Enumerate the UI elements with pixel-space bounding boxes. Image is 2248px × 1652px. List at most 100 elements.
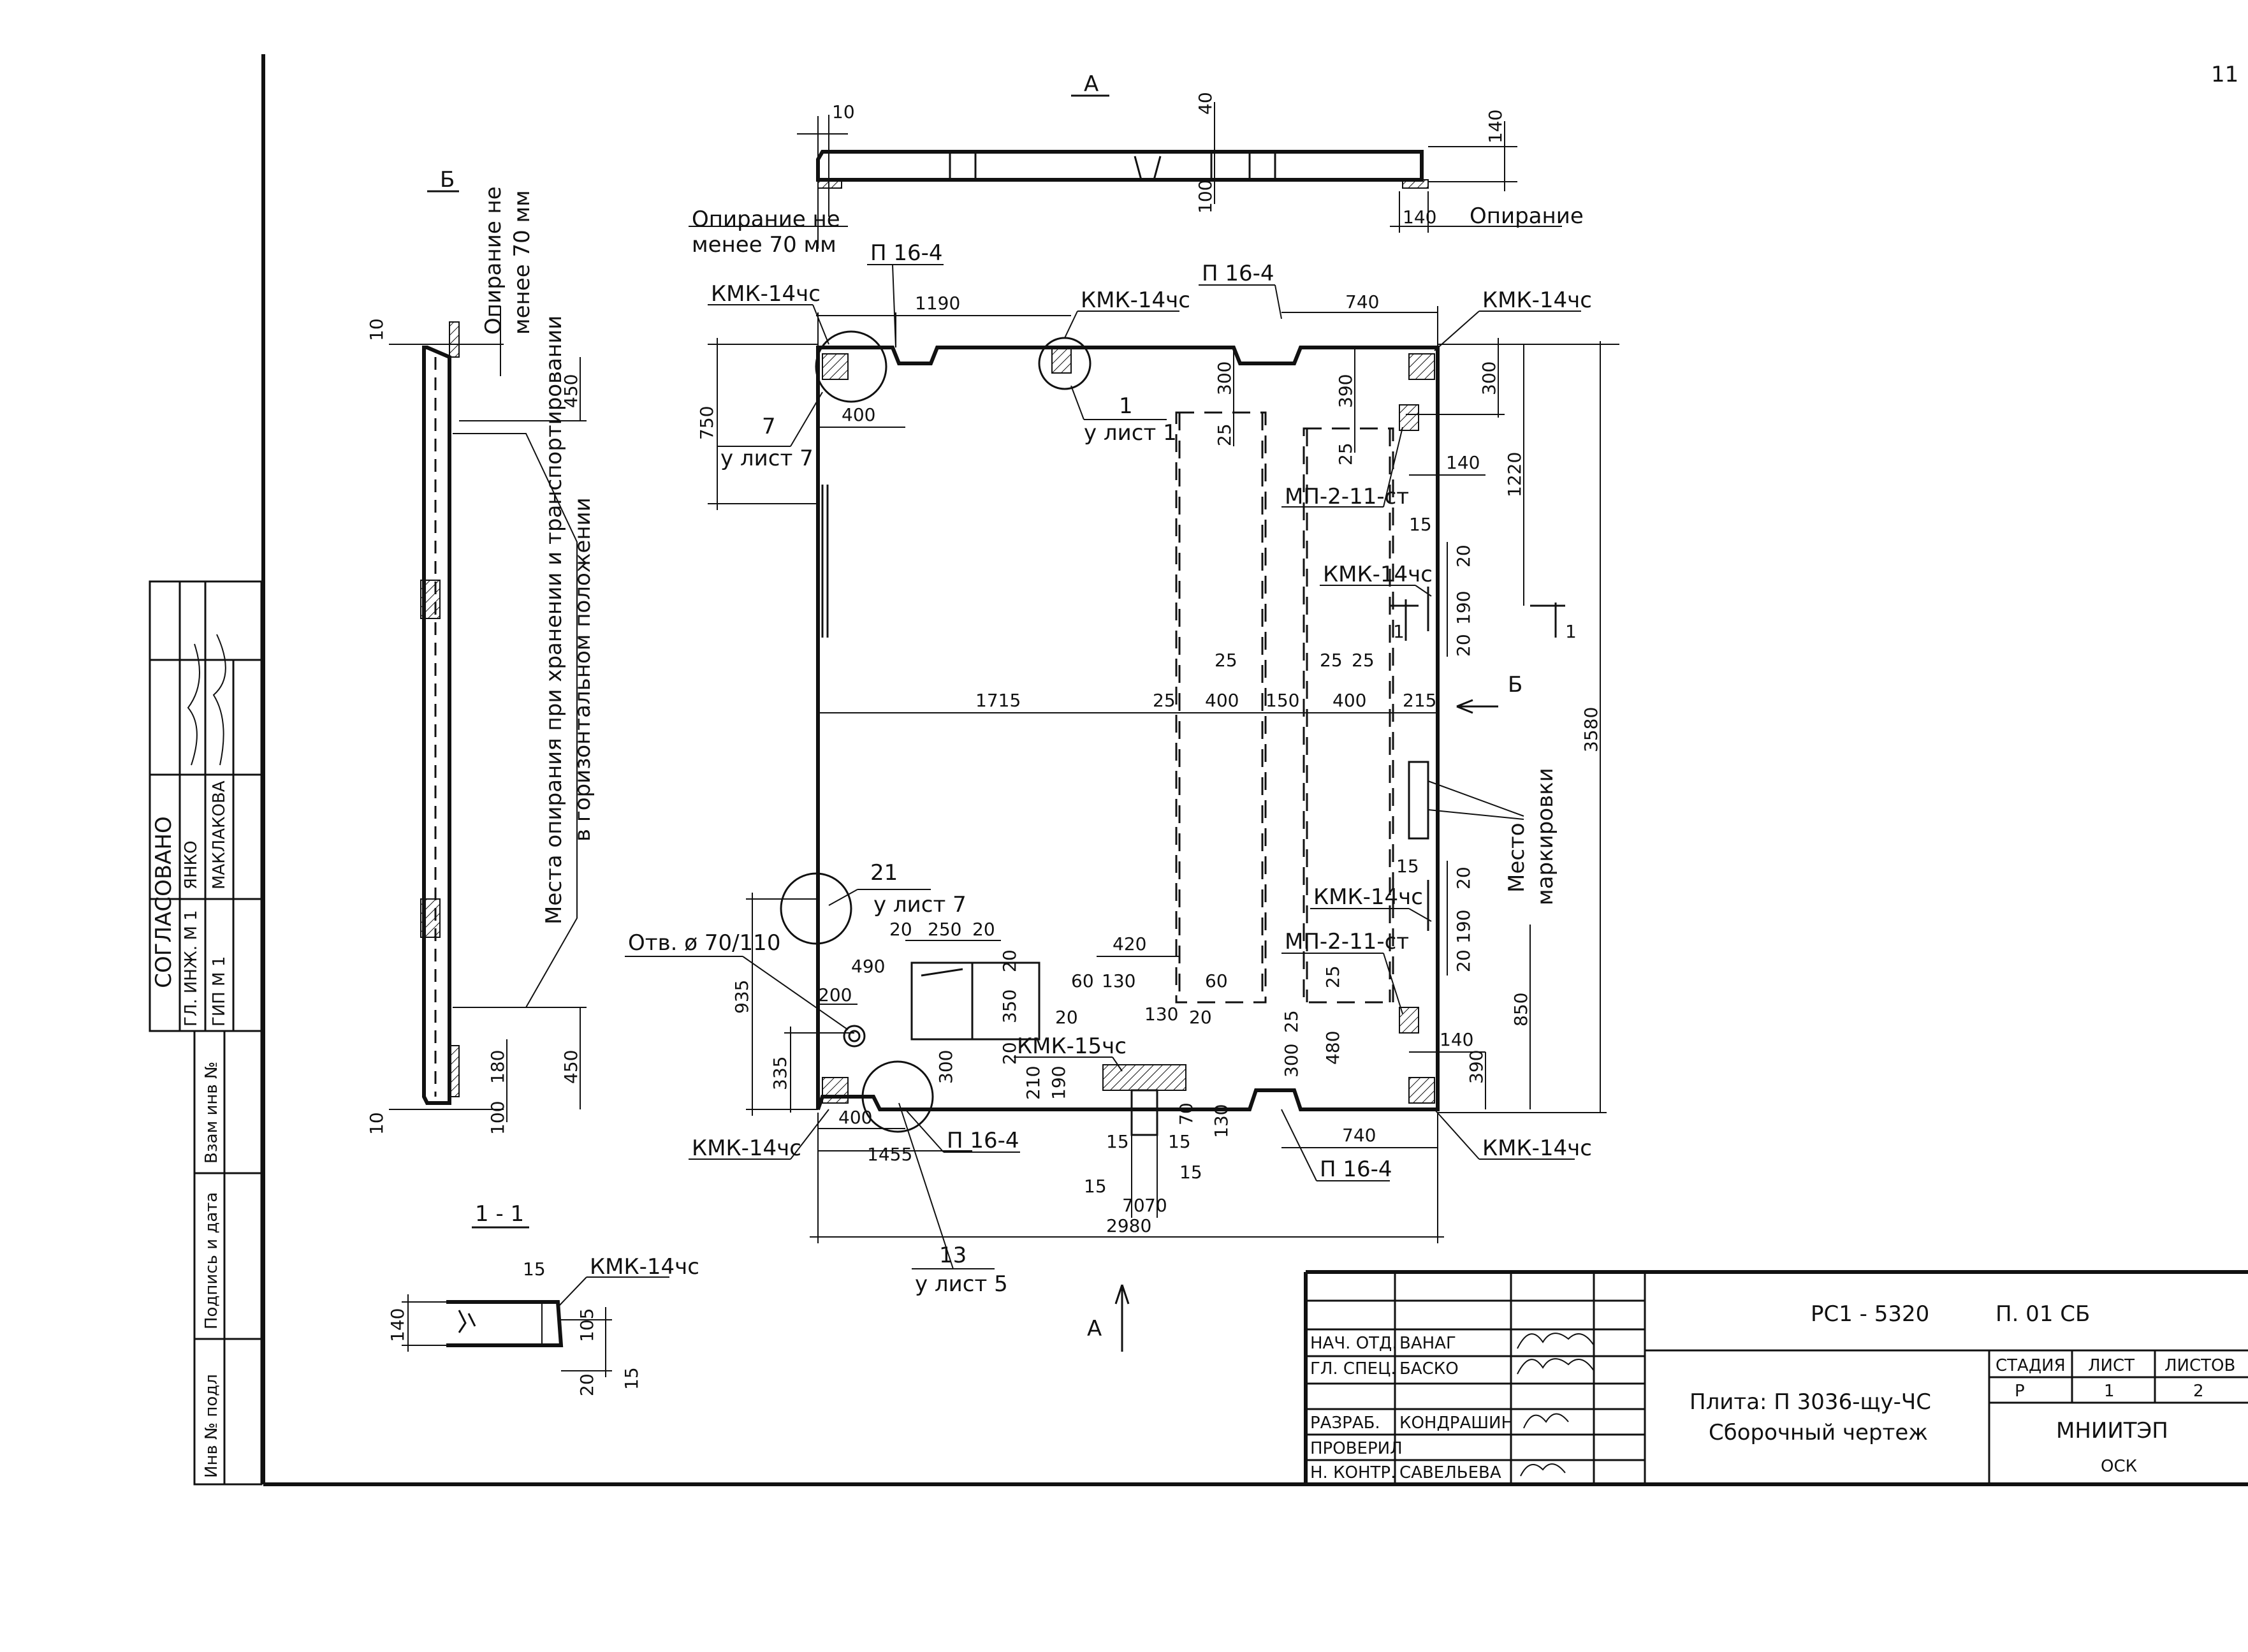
approval-role-1: ГЛ. ИНЖ. М 1 xyxy=(182,910,201,1027)
dim-935: 935 xyxy=(731,980,752,1014)
side-stamp: Взам инв № Подпись и дата Инв № подл xyxy=(193,1030,263,1486)
dim-400-b2: 400 xyxy=(1332,690,1366,711)
dim-70-b1: 70 xyxy=(1122,1195,1145,1216)
label-kmk14-right-mid: КМК-14чс xyxy=(1313,884,1423,910)
tb-name-2: БАСКО xyxy=(1399,1359,1459,1378)
approval-stamp: СОГЛАСОВАНО ГЛ. ИНЖ. М 1 ЯНКО ГИП М 1 МА… xyxy=(149,580,263,1032)
dim-850: 850 xyxy=(1510,993,1531,1027)
title-block: НАЧ. ОТД. ВАНАГ ГЛ. СПЕЦ. БАСКО РАЗРАБ. … xyxy=(1304,1270,2248,1484)
hole-note: Отв. ø 70/110 xyxy=(628,930,780,956)
dim-b-10-bottom: 10 xyxy=(366,1112,387,1135)
dim-20-mid-a: 20 xyxy=(1453,866,1474,889)
plan-labels: П 16-4 П 16-4 КМК-14чс КМК-14чс КМК-14чс… xyxy=(625,240,1592,1352)
dim-25-mid: 25 xyxy=(1335,442,1356,465)
label-ref1-sheet: у лист 1 xyxy=(1084,420,1177,446)
dim-a-10: 10 xyxy=(832,101,855,122)
label-kmk14-right-top: КМК-14чс xyxy=(1323,562,1433,587)
dim-25-r1: 25 xyxy=(1322,965,1343,988)
dim-1455: 1455 xyxy=(867,1144,912,1165)
dim-210: 210 xyxy=(1023,1066,1044,1100)
dim-300-hole: 300 xyxy=(935,1050,956,1084)
approval-title: СОГЛАСОВАНО xyxy=(151,816,177,988)
dim-300-top: 300 xyxy=(1214,362,1235,395)
sheet-frame xyxy=(261,54,2248,1486)
dim-b-100: 100 xyxy=(487,1101,508,1135)
tb-sheets-header: ЛИСТОВ xyxy=(2164,1356,2235,1375)
dim-15-b1: 15 xyxy=(1106,1131,1129,1152)
dim-25-b3: 25 xyxy=(1320,650,1343,671)
dim-15-b3: 15 xyxy=(1084,1176,1107,1197)
dim-a-140-support: 140 xyxy=(1403,207,1436,228)
dim-200: 200 xyxy=(818,984,852,1005)
section-a-view: А 10 40 100 140 140 Опирание Опирание не… xyxy=(689,71,1584,258)
dim-11-140: 140 xyxy=(387,1308,408,1342)
label-ref13-sheet: у лист 5 xyxy=(915,1271,1008,1297)
label-mp211-top: МП-2-11-ст xyxy=(1285,484,1409,509)
dim-3580: 3580 xyxy=(1580,707,1602,752)
dim-140-right-top: 140 xyxy=(1446,452,1480,473)
marking-place-line1: Место xyxy=(1504,822,1529,893)
tb-name-1: ВАНАГ xyxy=(1399,1334,1456,1353)
tb-sheet: 1 xyxy=(2104,1382,2115,1401)
dim-11-15-bottom: 15 xyxy=(621,1367,642,1390)
dim-b-10-top: 10 xyxy=(366,318,387,341)
tb-sheet-header: ЛИСТ xyxy=(2088,1356,2135,1375)
dim-1190: 1190 xyxy=(915,293,960,314)
tb-role-2: ГЛ. СПЕЦ. xyxy=(1310,1359,1396,1378)
dim-335: 335 xyxy=(770,1056,791,1090)
dim-190-mid: 190 xyxy=(1453,910,1474,944)
support-min-line1: Опирание не xyxy=(692,207,840,232)
tb-dept: ОСК xyxy=(2101,1457,2137,1476)
dim-20-top-b: 20 xyxy=(1453,634,1474,657)
tb-org: МНИИТЭП xyxy=(2056,1418,2168,1444)
tb-role-4: РАЗРАБ. xyxy=(1310,1414,1380,1433)
approval-role-2: ГИП М 1 xyxy=(210,956,229,1027)
dim-15-b4: 15 xyxy=(1179,1162,1202,1183)
approval-signature xyxy=(187,634,226,766)
dim-20-top-a: 20 xyxy=(1453,545,1474,567)
tb-name-6: САВЕЛЬЕВА xyxy=(1399,1463,1501,1482)
label-cut1-left: 1 xyxy=(1393,621,1405,642)
section-b-view: Б 10 10 450 450 180 100 Опирание не мене… xyxy=(366,167,595,1135)
label-ref1: 1 xyxy=(1119,393,1133,419)
dim-130-a: 130 xyxy=(1102,970,1135,991)
plan-dimensions: 750 1190 740 400 300 25 390 25 300 140 1… xyxy=(696,291,1619,1243)
tb-product: Плита: П 3036-щу-ЧС xyxy=(1690,1389,1931,1415)
dim-25-top: 25 xyxy=(1214,423,1235,446)
side-stamp-sign-date: Подпись и дата xyxy=(202,1192,221,1329)
label-ref7: 7 xyxy=(762,414,776,439)
support-min-vertical-line1: Опирание не xyxy=(481,186,506,335)
dim-740-bottom: 740 xyxy=(1342,1125,1376,1146)
dim-60-a: 60 xyxy=(1071,970,1094,991)
dim-70-b2: 70 xyxy=(1144,1195,1167,1216)
dim-215: 215 xyxy=(1403,690,1436,711)
dim-20-e: 20 xyxy=(1055,1007,1078,1028)
dim-420: 420 xyxy=(1113,933,1146,954)
dim-20-hole-b: 20 xyxy=(972,919,995,940)
storage-note-line2: в горизонтальном положении xyxy=(570,497,595,842)
section-1-1-view: 1 - 1 140 15 КМК-14чс 105 20 15 xyxy=(387,1201,699,1396)
dim-350: 350 xyxy=(999,990,1020,1023)
dim-400-top: 400 xyxy=(842,404,875,425)
tb-stage-header: СТАДИЯ xyxy=(1996,1356,2066,1375)
approval-name-2: МАКЛАКОВА xyxy=(210,780,229,889)
dim-140-right-bottom: 140 xyxy=(1440,1029,1473,1050)
dim-250: 250 xyxy=(928,919,961,940)
label-p164-bottom-left: П 16-4 xyxy=(947,1128,1019,1153)
tb-signature-2 xyxy=(1517,1358,1595,1375)
side-stamp-inventory: Инв № подл xyxy=(202,1374,221,1478)
section-a-label: А xyxy=(1084,71,1098,97)
label-cut1-right: 1 xyxy=(1565,621,1577,642)
dim-20-f: 20 xyxy=(1189,1007,1212,1028)
dim-300-right: 300 xyxy=(1478,362,1500,395)
label-kmk14-top-right: КМК-14чс xyxy=(1482,288,1592,313)
dim-400-b1: 400 xyxy=(1205,690,1239,711)
dim-20-hole-c: 20 xyxy=(999,949,1020,972)
marking-place-line2: маркировки xyxy=(1533,768,1558,905)
label-p164-bottom-right: П 16-4 xyxy=(1320,1157,1392,1182)
label-ref13: 13 xyxy=(939,1243,967,1268)
tb-sheets: 2 xyxy=(2193,1382,2204,1401)
dim-480: 480 xyxy=(1322,1031,1343,1065)
dim-60-b: 60 xyxy=(1205,970,1228,991)
